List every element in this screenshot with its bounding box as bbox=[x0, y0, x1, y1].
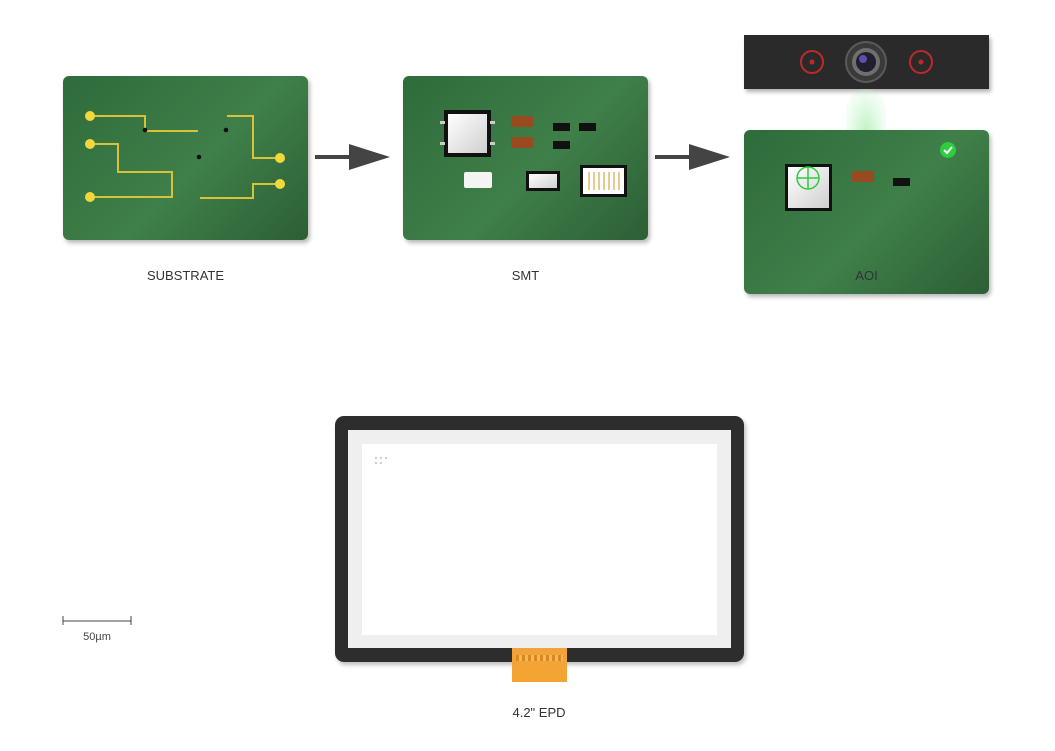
pad bbox=[275, 179, 285, 189]
stage-label-substrate: SUBSTRATE bbox=[146, 268, 225, 283]
smt-components bbox=[440, 110, 627, 197]
dot-grid-icon bbox=[374, 456, 388, 465]
resistor bbox=[553, 141, 570, 149]
resistor bbox=[579, 123, 596, 131]
capacitor bbox=[511, 137, 533, 148]
epd-label: 4.2" EPD bbox=[512, 705, 566, 720]
aoi-board bbox=[744, 130, 989, 294]
substrate-traces bbox=[85, 111, 285, 202]
check-circle-icon bbox=[940, 142, 956, 158]
fpc-pins bbox=[516, 655, 563, 661]
via bbox=[223, 127, 229, 133]
crosshair-icon bbox=[796, 166, 820, 190]
capacitor bbox=[852, 171, 874, 182]
pad bbox=[275, 153, 285, 163]
via bbox=[196, 154, 202, 160]
stage-label-aoi: AOI bbox=[855, 268, 878, 283]
stage-label-smt: SMT bbox=[511, 268, 540, 283]
scale-bar-label: 50µm bbox=[83, 631, 111, 643]
aoi-camera bbox=[744, 35, 989, 89]
capacitor bbox=[511, 116, 533, 127]
scale-bar bbox=[62, 616, 132, 625]
epd-display bbox=[335, 416, 744, 662]
epd-bezel bbox=[348, 430, 731, 648]
arrow-right-icon bbox=[315, 144, 390, 170]
pad bbox=[85, 192, 95, 202]
resistor bbox=[893, 178, 910, 186]
aoi-components bbox=[785, 142, 956, 211]
white-component bbox=[464, 172, 492, 188]
arrow-right-icon bbox=[655, 144, 730, 170]
pad bbox=[85, 111, 95, 121]
inspection-beam bbox=[846, 89, 886, 131]
resistor bbox=[553, 123, 570, 131]
fpc-connector bbox=[512, 648, 567, 682]
camera-icon bbox=[800, 41, 933, 83]
substrate-board bbox=[63, 76, 308, 240]
pad bbox=[85, 139, 95, 149]
epd-screen bbox=[362, 444, 717, 635]
via bbox=[142, 127, 148, 133]
smt-board bbox=[403, 76, 648, 240]
